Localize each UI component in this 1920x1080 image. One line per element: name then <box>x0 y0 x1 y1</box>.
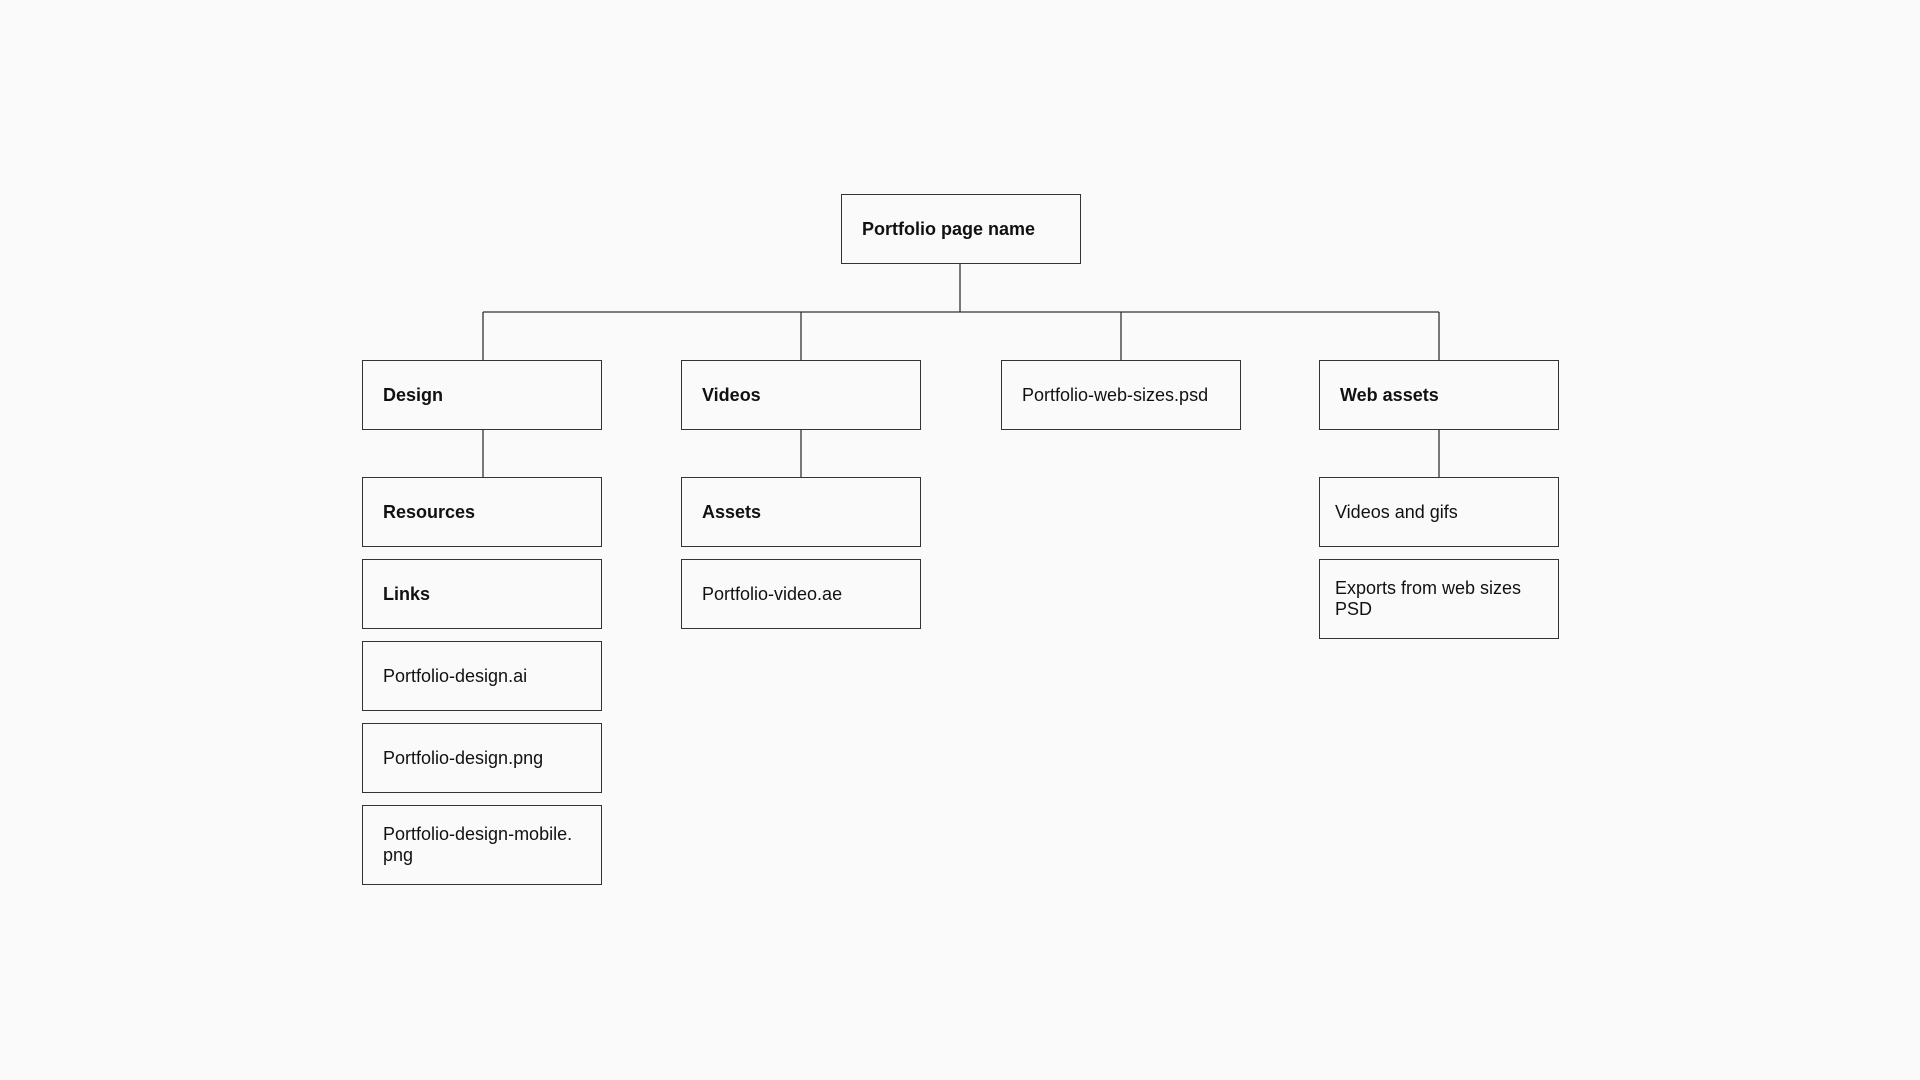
exports-psd-node[interactable]: Exports from web sizes PSD <box>1319 559 1559 639</box>
design-png-node-label: Portfolio-design.png <box>383 747 544 768</box>
videos-and-gifs-node-label: Videos and gifs <box>1335 501 1458 522</box>
design-ai-node-label: Portfolio-design.ai <box>383 665 528 686</box>
videos-and-gifs-node[interactable]: Videos and gifs <box>1319 477 1559 547</box>
videos-node[interactable]: Videos <box>681 360 921 430</box>
web-assets-node[interactable]: Web assets <box>1319 360 1559 430</box>
resources-node[interactable]: Resources <box>362 477 602 547</box>
design-mobile-png-node[interactable]: Portfolio-design-mobile. png <box>362 805 602 885</box>
videos-node-label: Videos <box>702 384 761 405</box>
design-png-node[interactable]: Portfolio-design.png <box>362 723 602 793</box>
resources-node-label: Resources <box>383 501 476 522</box>
video-ae-node-label: Portfolio-video.ae <box>702 583 843 604</box>
exports-psd-node-label: Exports from web sizes PSD <box>1335 578 1522 619</box>
root-node[interactable]: Portfolio page name <box>841 194 1081 264</box>
design-mobile-png-node-label: Portfolio-design-mobile. png <box>383 824 573 865</box>
web-sizes-psd-node[interactable]: Portfolio-web-sizes.psd <box>1001 360 1241 430</box>
web-sizes-psd-node-label: Portfolio-web-sizes.psd <box>1022 384 1209 405</box>
design-node-label: Design <box>383 384 444 405</box>
assets-node-label: Assets <box>702 501 762 522</box>
design-ai-node[interactable]: Portfolio-design.ai <box>362 641 602 711</box>
assets-node[interactable]: Assets <box>681 477 921 547</box>
video-ae-node[interactable]: Portfolio-video.ae <box>681 559 921 629</box>
web-assets-node-label: Web assets <box>1340 384 1439 405</box>
design-node[interactable]: Design <box>362 360 602 430</box>
links-node[interactable]: Links <box>362 559 602 629</box>
root-node-label: Portfolio page name <box>862 218 1036 239</box>
links-node-label: Links <box>383 583 431 604</box>
